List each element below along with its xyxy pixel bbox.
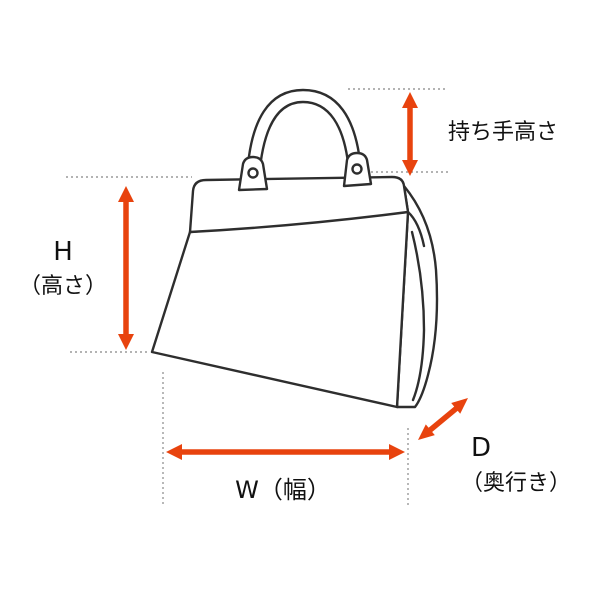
bag-front-panel (150, 210, 410, 409)
bag-gusset-crease (410, 230, 426, 402)
dimension-arrow-shafts (123, 106, 460, 455)
handle-rivet-left (247, 167, 259, 179)
bag-illustration (150, 88, 439, 409)
width-arrowhead-left (166, 444, 182, 460)
depth-arrowhead-lower (418, 424, 435, 440)
width-label: W（幅） (235, 476, 331, 504)
depth-arrowhead-upper (451, 398, 468, 414)
height-label-full: （高さ） (19, 274, 107, 299)
depth-arrow (427, 404, 460, 434)
handle-height-arrowhead-bottom (402, 160, 418, 176)
dimension-arrow-heads (118, 92, 468, 460)
height-label-abbr: H (53, 237, 73, 267)
handle-height-arrowhead-top (402, 92, 418, 108)
height-arrowhead-top (118, 186, 134, 202)
depth-label-abbr: D (471, 433, 491, 463)
width-arrowhead-right (389, 444, 405, 460)
dimension-labels: 持ち手高さ H （高さ） W（幅） D （奥行き） (19, 120, 571, 504)
guide-lines (66, 88, 448, 505)
handle-rivet-right (351, 163, 363, 175)
height-arrowhead-bottom (118, 334, 134, 350)
depth-label-full: （奥行き） (461, 471, 571, 496)
bag-flap-side-seam (406, 210, 426, 248)
handle-height-label: 持ち手高さ (448, 120, 558, 145)
